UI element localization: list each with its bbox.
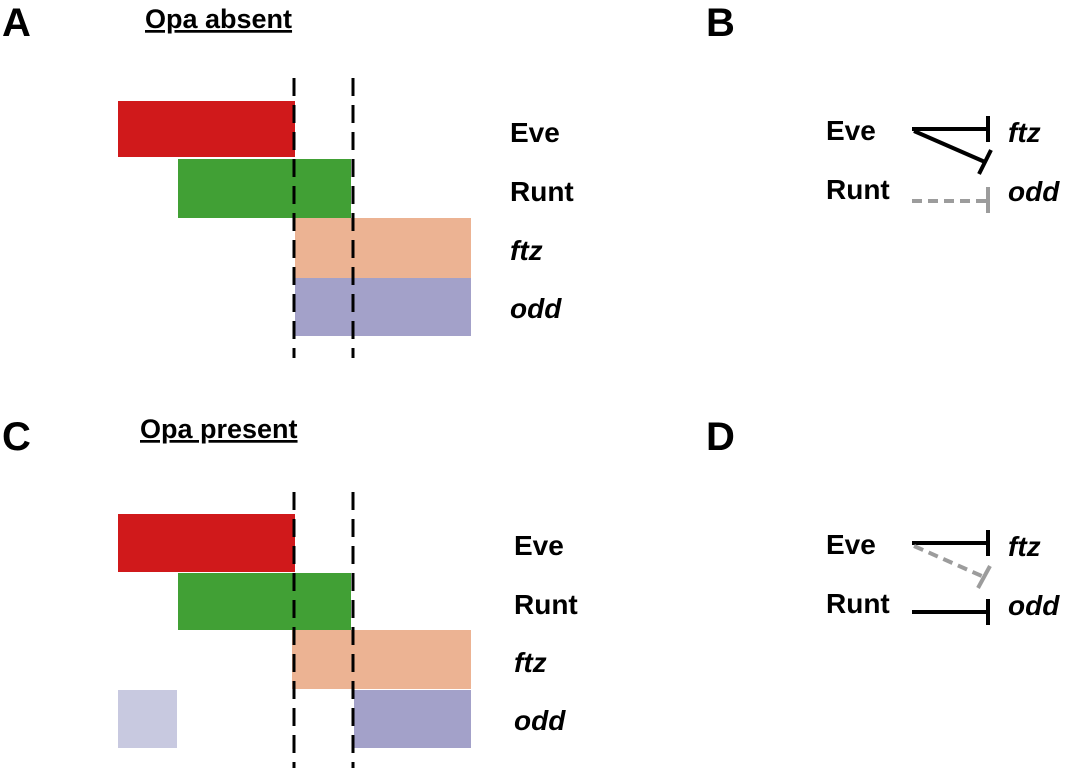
panel-a-eve-bar [118,101,295,157]
panel-a-runt-bar [178,159,351,218]
panel-d-node-runt: Runt [826,588,890,619]
panel-c-label-eve: Eve [514,530,564,561]
panel-c-runt-bar [178,573,351,630]
panel-a-odd-bar [295,278,471,336]
panel-c-title: Opa present [140,414,298,444]
panel-b: B Eve Runt ftz odd [706,1,1060,213]
panel-b-edge-eve-odd [913,129,993,175]
panel-d-letter: D [706,415,735,459]
panel-d-edge-eve-odd [913,544,992,589]
panel-d-node-odd: odd [1008,590,1060,621]
panel-a-title: Opa absent [145,4,292,34]
panel-b-node-eve: Eve [826,115,876,146]
panel-b-node-runt: Runt [826,174,890,205]
panel-a-label-runt: Runt [510,176,574,207]
panel-d-node-eve: Eve [826,529,876,560]
panel-b-edge-runt-odd [912,187,990,213]
panel-c-label-odd: odd [514,705,566,736]
panel-d-edge-runt-odd [912,599,990,625]
panel-c-ftz-bar [292,630,471,689]
panel-c-letter: C [2,415,31,459]
panel-a-label-ftz: ftz [510,235,543,266]
panel-a-label-odd: odd [510,293,562,324]
panel-c-odd-bar [354,690,471,748]
panel-c: C Opa present Eve Runt ftz odd [2,414,578,768]
panel-a-label-eve: Eve [510,117,560,148]
panel-c-odd-faint-bar [118,690,177,748]
panel-a-ftz-bar [295,218,471,278]
panel-b-edge-eve-ftz [912,116,990,142]
panel-b-node-ftz: ftz [1008,117,1041,148]
panel-c-label-runt: Runt [514,589,578,620]
panel-a-letter: A [2,1,31,45]
panel-b-letter: B [706,1,735,45]
panel-b-node-odd: odd [1008,176,1060,207]
panel-a: A Opa absent Eve Runt ftz odd [2,1,574,358]
panel-c-eve-bar [118,514,295,572]
panel-d: D Eve Runt ftz odd [706,415,1060,625]
panel-d-edge-eve-ftz [912,530,990,556]
panel-d-node-ftz: ftz [1008,531,1041,562]
panel-c-label-ftz: ftz [514,647,547,678]
